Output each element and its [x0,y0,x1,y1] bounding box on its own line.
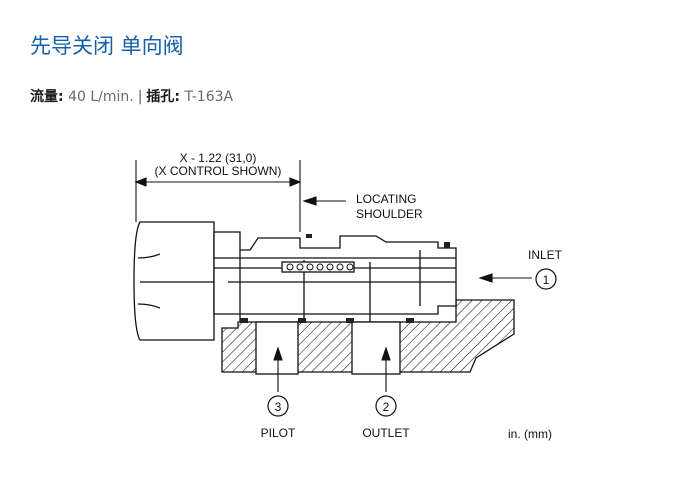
outlet-port-circle [375,395,397,417]
outlet-label: OUTLET [362,426,410,440]
spec-separator: | [137,89,143,105]
inlet-port-circle [535,268,557,290]
dimension-lines [134,160,532,392]
page-title: 先导关闭 单向阀 [30,34,184,58]
locating-shoulder-label-line1: LOCATING [356,192,416,206]
outlet-port-number: 2 [383,400,390,414]
outlet-port-bore [351,321,401,375]
cartridge-body [213,231,457,322]
inlet-port-number: 1 [543,273,550,287]
hex-nut [133,221,215,341]
inlet-label: INLET [528,248,563,262]
flow-label: 流量: [30,89,64,105]
pilot-port-bore [255,321,299,375]
o-ring-seals [240,234,450,323]
dimension-text-line2: (X CONTROL SHOWN) [155,164,282,178]
spec-line: 流量: 40 L/min.|插孔: T-163A [30,86,233,106]
cavity-label: 插孔: [146,89,181,105]
pilot-port-number: 3 [275,400,282,414]
dimension-text-line1: X - 1.22 (31,0) [180,151,257,165]
units-label: in. (mm) [508,427,552,441]
cavity-value: T-163A [184,89,234,105]
locating-shoulder-label-line2: SHOULDER [356,207,423,221]
pilot-label: PILOT [261,426,296,440]
spring [286,263,354,271]
flow-value: 40 L/min. [68,89,134,105]
pilot-port-circle [267,395,289,417]
